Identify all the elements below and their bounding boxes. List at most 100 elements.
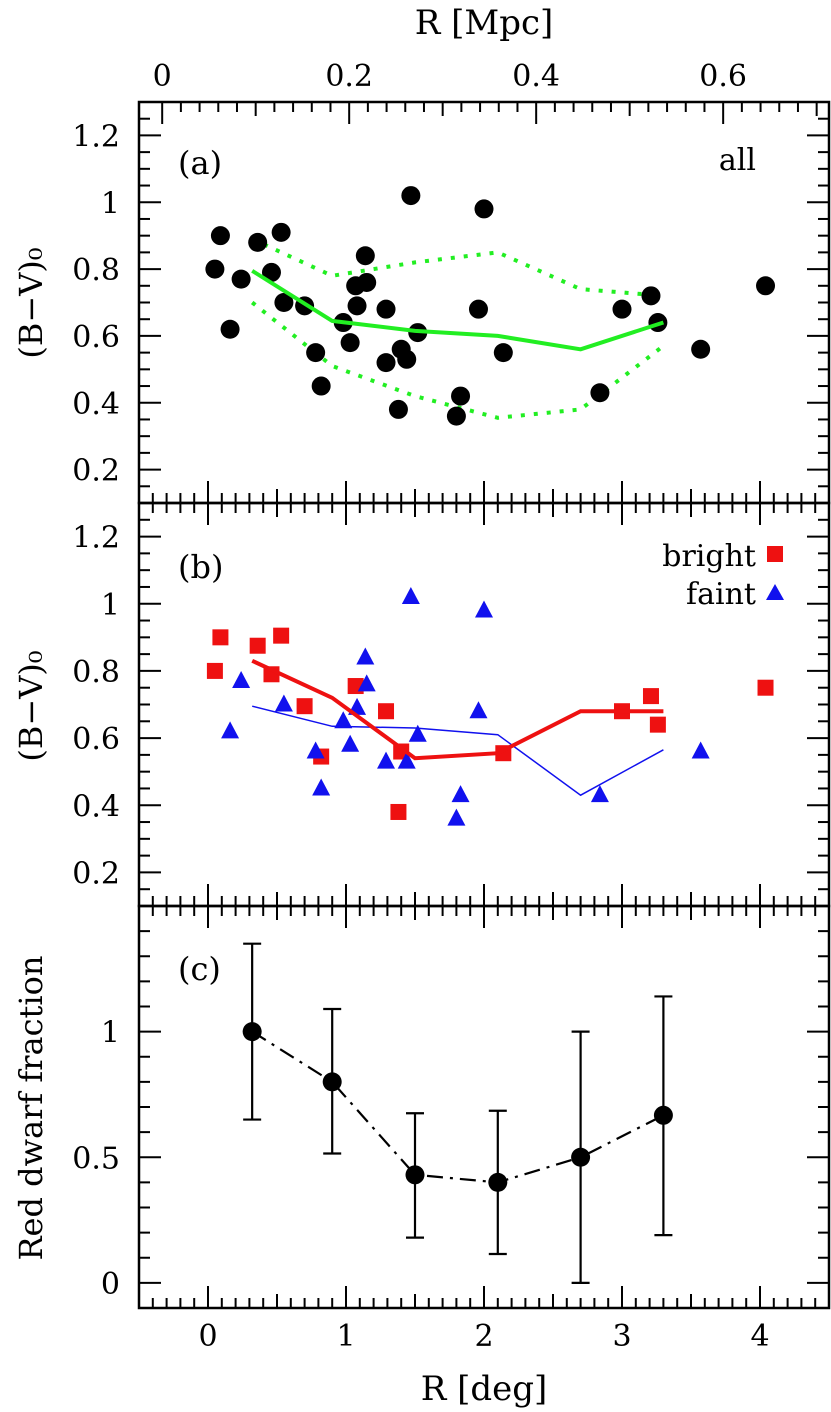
data-point-all [357, 272, 377, 292]
fraction-point [653, 1105, 673, 1125]
data-point-faint [306, 741, 325, 759]
panel-c-ylabel: Red dwarf fraction [12, 955, 50, 1260]
data-point-faint [447, 808, 466, 826]
data-point-bright [273, 627, 290, 644]
panel-c-frame [137, 904, 831, 1310]
y-tick-label: 1 [101, 186, 120, 221]
x-tick-label: 1 [336, 1319, 355, 1354]
top-tick-label: 0.2 [325, 59, 373, 94]
data-point-faint [357, 674, 376, 692]
panel-b-label: (b) [178, 548, 223, 586]
data-point-bright [212, 629, 229, 646]
top-tick-label: 0.4 [512, 59, 560, 94]
data-point-all [205, 259, 225, 279]
fraction-point [488, 1172, 508, 1192]
panel-a-tag: all [719, 143, 756, 178]
legend-faint-label: faint [686, 577, 756, 612]
data-point-bright [378, 703, 395, 720]
fraction-point [322, 1072, 342, 1092]
y-tick-label: 0.4 [72, 789, 120, 824]
data-point-all [271, 222, 291, 242]
x-tick-label: 0 [198, 1319, 217, 1354]
top-tick-label: 0 [153, 59, 172, 94]
data-point-all [641, 286, 661, 306]
mean-line-faint [252, 705, 664, 797]
y-tick-label: 1 [101, 1016, 120, 1051]
data-point-faint [334, 711, 353, 729]
data-point-faint [312, 778, 331, 796]
panel-c-label: (c) [178, 950, 221, 988]
data-point-all [231, 269, 251, 289]
y-tick-label: 1.2 [72, 119, 120, 154]
data-point-faint [408, 724, 427, 742]
y-tick-label: 0.5 [72, 1141, 120, 1176]
data-point-faint [377, 751, 396, 769]
data-point-bright [249, 637, 266, 654]
data-point-faint [590, 785, 609, 803]
data-point-bright [206, 662, 223, 679]
data-point-faint [221, 721, 240, 739]
data-point-all [756, 276, 776, 296]
y-tick-label: 1 [101, 588, 120, 623]
data-point-faint [469, 701, 488, 719]
legend-faint-marker [766, 584, 784, 600]
data-point-faint [451, 785, 470, 803]
x-tick-label: 2 [474, 1319, 493, 1354]
y-tick-label: 0 [101, 1267, 120, 1302]
y-tick-label: 0.6 [72, 320, 120, 355]
fraction-point [242, 1022, 262, 1042]
y-tick-label: 1.2 [72, 521, 120, 556]
data-point-all [355, 246, 375, 266]
data-point-all [248, 232, 268, 252]
data-point-all [340, 333, 360, 353]
mean-line-all [251, 269, 665, 352]
data-point-all [397, 349, 417, 369]
data-point-all [474, 199, 494, 219]
data-point-all [612, 299, 632, 319]
data-point-all [347, 296, 367, 316]
panel-a-ylabel: (B−V)₀ [12, 247, 50, 358]
data-point-bright [649, 716, 666, 733]
data-point-all [210, 226, 230, 246]
x-tick-label: 3 [612, 1319, 631, 1354]
data-point-all [401, 186, 421, 206]
data-point-bright [296, 698, 313, 715]
data-point-bright [390, 803, 407, 820]
panel-b-ylabel: (B−V)₀ [12, 650, 50, 761]
y-tick-label: 0.8 [72, 253, 120, 288]
y-tick-label: 0.2 [72, 856, 120, 891]
bottom-axis-label: R [deg] [421, 1369, 548, 1409]
data-point-all [376, 299, 396, 319]
upper-dispersion-line [251, 237, 664, 298]
data-point-faint [397, 751, 416, 769]
data-point-all [274, 293, 294, 312]
panel-a-label: (a) [178, 144, 222, 182]
data-point-all [388, 399, 408, 419]
x-tick-label: 4 [750, 1319, 769, 1354]
data-point-all [451, 386, 471, 406]
top-tick-label: 0.6 [699, 59, 747, 94]
data-point-all [220, 319, 240, 339]
data-point-all [691, 339, 711, 359]
data-point-faint [356, 647, 375, 665]
mean-line-bright [251, 658, 664, 761]
data-point-faint [475, 600, 493, 618]
top-axis-label: R [Mpc] [415, 3, 554, 43]
fraction-line [251, 1030, 664, 1184]
data-point-bright [642, 688, 659, 705]
legend-bright-label: bright [662, 539, 756, 574]
data-point-faint [691, 741, 710, 759]
data-point-all [590, 383, 610, 403]
data-point-all [261, 262, 281, 282]
data-point-faint [341, 734, 360, 752]
data-point-all [468, 299, 488, 319]
y-tick-label: 0.8 [72, 655, 120, 690]
data-layer [205, 186, 776, 1284]
y-tick-label: 0.2 [72, 454, 120, 489]
data-point-faint [232, 670, 251, 688]
data-point-all [311, 376, 331, 396]
data-point-bright [757, 679, 774, 696]
fraction-point [405, 1165, 425, 1185]
fraction-point [571, 1147, 591, 1167]
